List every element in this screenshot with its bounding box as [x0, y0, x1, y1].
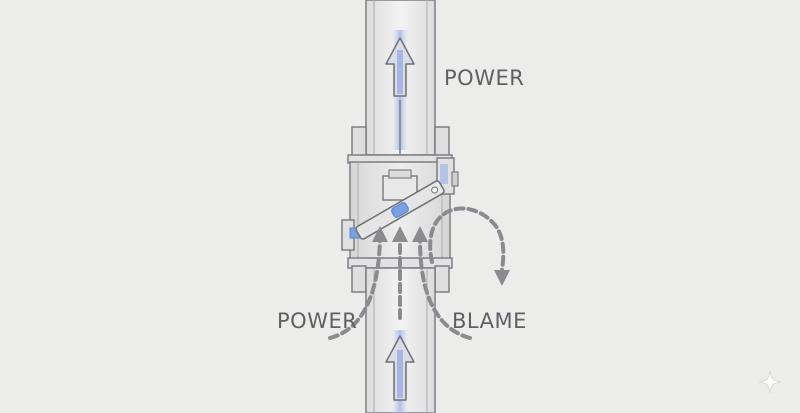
dashed-flow-lines: [328, 206, 506, 340]
top-flange: [347, 126, 453, 164]
sparkle-icon: [758, 370, 782, 394]
power-label-left: POWER: [277, 309, 358, 333]
swing-disc: [355, 180, 445, 240]
upward-flow-arrow-top: [385, 37, 415, 97]
upward-flow-arrow-bottom: [385, 335, 415, 401]
flow-arrowheads: [372, 226, 510, 286]
blame-label: BLAME: [452, 309, 527, 333]
power-label-top: POWER: [444, 66, 525, 90]
